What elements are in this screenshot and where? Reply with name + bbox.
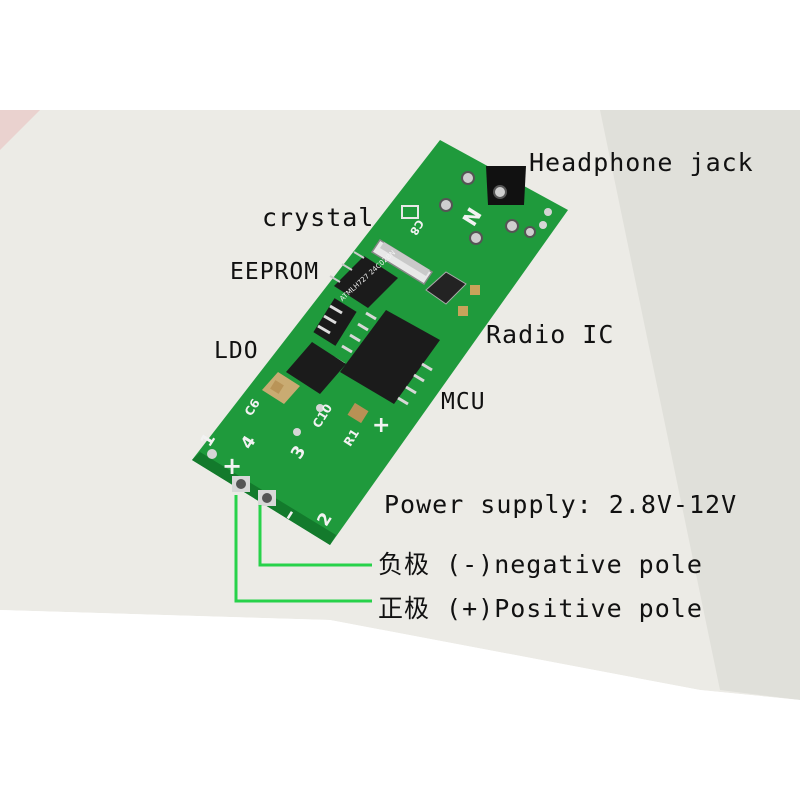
radio-ic-chip xyxy=(425,271,480,316)
wire-callouts xyxy=(234,495,372,603)
background-object xyxy=(0,110,40,150)
positive-pole-label: 正极 (+)Positive pole xyxy=(378,594,703,623)
negative-wire xyxy=(258,505,372,567)
table-shadow xyxy=(600,110,800,700)
headphone-jack-label: Headphone jack xyxy=(529,148,754,177)
ldo-label: LDO xyxy=(214,338,259,364)
positive-wire xyxy=(234,495,372,603)
negative-pole-label: 负极 (-)negative pole xyxy=(378,550,703,579)
capacitor-c6 xyxy=(262,372,300,404)
plus-label: + xyxy=(372,413,390,438)
white-margin-bottom xyxy=(0,610,800,800)
pcb-holes xyxy=(207,221,547,506)
headphone-jack xyxy=(439,166,552,245)
radio-ic-label: Radio IC xyxy=(486,320,615,349)
power-supply-label: Power supply: 2.8V-12V xyxy=(384,490,738,519)
eeprom-label: EEPROM xyxy=(230,259,320,285)
mcu-label: MCU xyxy=(441,389,486,415)
plus-edge-label: + xyxy=(222,452,242,480)
ldo-regulator xyxy=(286,298,357,394)
crystal-component xyxy=(370,205,434,286)
white-margin-top xyxy=(0,0,800,110)
crystal-label: crystal xyxy=(262,203,375,232)
eeprom-chip xyxy=(329,251,398,308)
